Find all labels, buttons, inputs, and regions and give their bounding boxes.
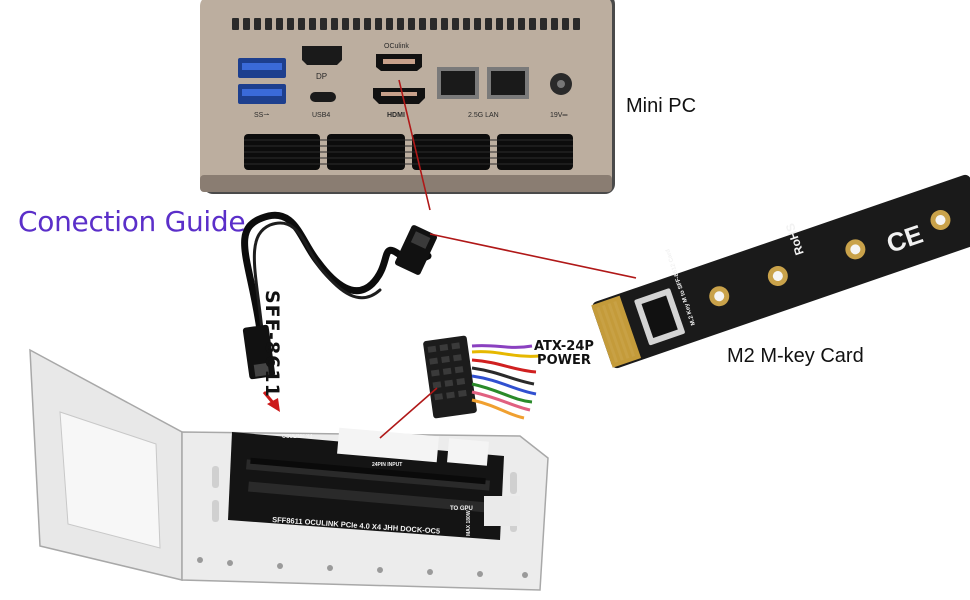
usb-label: SS⇀: [254, 112, 269, 119]
gpu-power-socket-icon: [484, 496, 520, 526]
usb-a-port-icon: [238, 58, 286, 104]
usb-c-port-icon: [310, 92, 336, 102]
displayport-icon: [302, 46, 342, 65]
dock-connector-label: OCULINK X4: [282, 434, 313, 440]
mini-pc-label: Mini PC: [626, 95, 697, 117]
line-power-to-dock: [379, 387, 438, 439]
usb4-label: USB4: [312, 112, 330, 119]
power-label-line2: POWER: [537, 353, 591, 368]
dock-board: OCULINK X4 24PIN INPUT SFF8611 OCULINK P…: [228, 427, 520, 540]
oculink-label: OCulink: [384, 43, 409, 50]
cable-label: SFF-8611: [261, 290, 283, 398]
hdmi-label: HDMI: [387, 112, 405, 119]
insert-arrow-icon: [262, 391, 280, 412]
m2-card: RoHS CE M.2 Key M to SFF-8612 Card: [591, 174, 970, 369]
cable-connector-icon: [395, 225, 437, 275]
max-power-label: MAX 180W: [466, 510, 472, 536]
line-oculink-to-cable: [398, 79, 431, 211]
power-label-line1: ATX-24P: [534, 339, 594, 354]
to-gpu-label: TO GPU: [450, 506, 473, 512]
power-label: 19V═: [550, 112, 567, 119]
dock-power-label: 24PIN INPUT: [372, 462, 402, 468]
dp-label: DP: [316, 72, 327, 81]
power-label-block: ATX-24P POWER: [534, 340, 594, 368]
line-cable-to-m2: [429, 233, 637, 279]
cable-plug-icon: [242, 324, 276, 380]
atx-socket-icon: [337, 427, 439, 463]
m2-card-label: M2 M-key Card: [727, 345, 864, 367]
connection-lines: [379, 79, 637, 439]
atx-24p-connector: [423, 335, 541, 420]
ethernet-port-icon: [437, 67, 529, 99]
mini-pc: SS⇀ DP USB4 OCulink HDMI 2.5G LAN 19V═: [200, 0, 615, 194]
diagram-title: Conection Guide: [18, 205, 246, 238]
lan-label: 2.5G LAN: [468, 112, 499, 119]
